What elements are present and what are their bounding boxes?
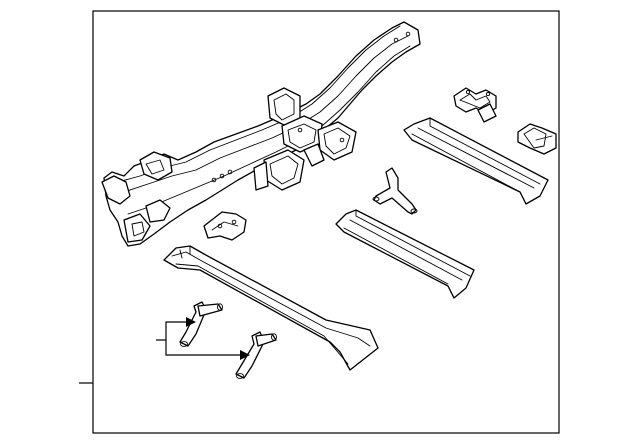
rear-bracket-upper bbox=[453, 87, 497, 123]
callout-arrow-upper bbox=[186, 317, 196, 327]
tube-callout bbox=[156, 317, 250, 360]
side-sill-rail bbox=[163, 245, 379, 371]
middle-crossmember bbox=[335, 209, 475, 299]
diagram-border bbox=[92, 10, 560, 434]
tee-connector bbox=[372, 167, 418, 215]
rear-crossmember bbox=[403, 117, 549, 205]
callout-arrow-lower bbox=[240, 350, 250, 360]
tube-upper bbox=[179, 301, 223, 347]
frame-rail-assembly bbox=[101, 21, 421, 247]
rear-bracket-lower bbox=[517, 123, 557, 155]
front-reinforcement-bracket bbox=[203, 211, 247, 241]
callout-bracket bbox=[165, 321, 240, 356]
